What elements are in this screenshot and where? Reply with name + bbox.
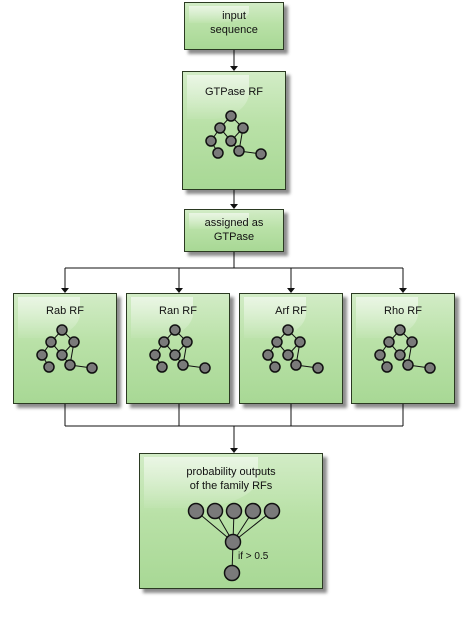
rho-rf-label: Rho RF xyxy=(384,305,422,317)
tree-node xyxy=(214,122,226,134)
gtpase-rf-label: GTPase RF xyxy=(204,86,264,98)
output-neuron xyxy=(223,564,241,582)
hidden-neuron xyxy=(224,533,242,551)
tree-node xyxy=(64,359,76,371)
tree-node xyxy=(225,110,237,122)
arrowhead xyxy=(230,448,238,453)
tree-node xyxy=(237,122,249,134)
tree-node xyxy=(156,361,168,373)
neural-network-icon xyxy=(187,502,281,582)
tree-node xyxy=(402,359,414,371)
tree-node xyxy=(269,361,281,373)
tree-node xyxy=(169,324,181,336)
tree-node xyxy=(68,336,80,348)
tree-node xyxy=(158,336,170,348)
tree-node xyxy=(36,349,48,361)
decision-tree-icon xyxy=(262,324,324,374)
tree-node xyxy=(394,349,406,361)
threshold-label: if > 0.5 xyxy=(238,551,269,562)
tree-node xyxy=(294,336,306,348)
tree-node xyxy=(149,349,161,361)
input-neuron xyxy=(187,502,205,520)
tree-node xyxy=(271,336,283,348)
arrowhead xyxy=(230,66,238,71)
input-sequence-box: input sequence xyxy=(184,2,284,50)
arrowhead xyxy=(175,288,183,293)
tree-node xyxy=(45,336,57,348)
tree-node xyxy=(312,362,324,374)
tree-node xyxy=(381,361,393,373)
tree-node xyxy=(169,349,181,361)
assigned-gtpase-label: assigned as GTPase xyxy=(204,217,264,243)
tree-node xyxy=(181,336,193,348)
arrowhead xyxy=(399,288,407,293)
tree-node xyxy=(406,336,418,348)
tree-node xyxy=(86,362,98,374)
ran-rf-label: Ran RF xyxy=(159,305,197,317)
tree-node xyxy=(43,361,55,373)
tree-node xyxy=(262,349,274,361)
tree-node xyxy=(56,324,68,336)
rho-rf-box: Rho RF xyxy=(351,293,455,404)
probability-output-box: probability outputs of the family RFs if… xyxy=(139,453,323,589)
tree-node xyxy=(255,148,267,160)
tree-node xyxy=(56,349,68,361)
input-neuron xyxy=(206,502,224,520)
arrowhead xyxy=(61,288,69,293)
assigned-gtpase-box: assigned as GTPase xyxy=(184,209,284,252)
decision-tree-icon xyxy=(36,324,98,374)
decision-tree-icon xyxy=(205,110,267,160)
tree-node xyxy=(212,147,224,159)
rab-rf-label: Rab RF xyxy=(46,305,84,317)
tree-node xyxy=(424,362,436,374)
tree-node xyxy=(290,359,302,371)
ran-rf-box: Ran RF xyxy=(126,293,230,404)
tree-node xyxy=(177,359,189,371)
arf-rf-label: Arf RF xyxy=(275,305,307,317)
input-neuron xyxy=(263,502,281,520)
tree-node xyxy=(225,135,237,147)
tree-node xyxy=(199,362,211,374)
tree-node xyxy=(233,145,245,157)
input-neuron xyxy=(244,502,262,520)
arf-rf-box: Arf RF xyxy=(239,293,343,404)
probability-output-label: probability outputs of the family RFs xyxy=(186,466,276,492)
tree-node xyxy=(282,324,294,336)
input-sequence-label: input sequence xyxy=(210,10,258,36)
decision-tree-icon xyxy=(149,324,211,374)
tree-node xyxy=(205,135,217,147)
tree-node xyxy=(394,324,406,336)
tree-node xyxy=(282,349,294,361)
rab-rf-box: Rab RF xyxy=(13,293,117,404)
input-neuron xyxy=(225,502,243,520)
arrowhead xyxy=(230,204,238,209)
arrowhead xyxy=(287,288,295,293)
tree-node xyxy=(374,349,386,361)
decision-tree-icon xyxy=(374,324,436,374)
gtpase-rf-box: GTPase RF xyxy=(182,71,286,190)
tree-node xyxy=(383,336,395,348)
